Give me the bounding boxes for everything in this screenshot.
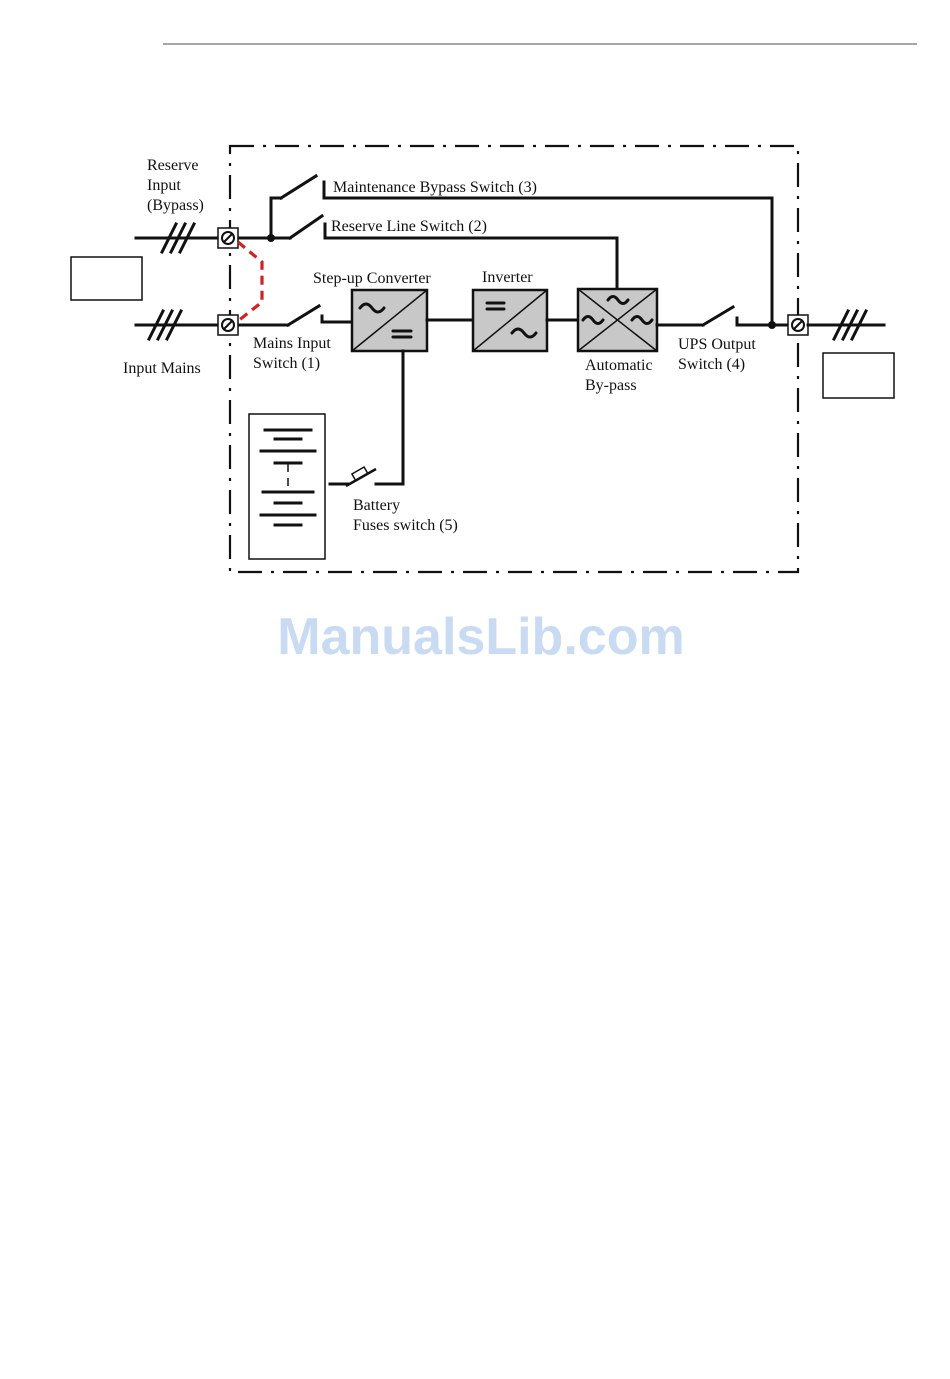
external-load-box [823, 353, 894, 398]
input-mains-terminal [218, 315, 238, 335]
mains-input-switch [288, 306, 352, 325]
reserve-line-switch-label: Reserve Line Switch (2) [331, 218, 487, 235]
inverter-label: Inverter [482, 269, 533, 286]
step-up-converter-label: Step-up Converter [313, 270, 431, 287]
step-up-converter-block [352, 290, 427, 351]
battery-feed-wire [330, 351, 403, 484]
ups-output-switch-label: UPS Output Switch (4) [678, 336, 760, 373]
watermark-text: ManualsLib.com [277, 608, 684, 666]
mains-input-switch-label: Mains Input Switch (1) [253, 335, 335, 372]
reserve-input-terminal [218, 228, 238, 248]
ups-output-terminal [788, 315, 808, 335]
output-line [808, 311, 884, 339]
ups-output-switch [657, 307, 788, 325]
maintenance-bypass-switch-label: Maintenance Bypass Switch (3) [333, 179, 537, 196]
reserve-input-line [136, 224, 290, 252]
battery-fuse-icon [346, 467, 376, 486]
external-source-box [71, 257, 142, 300]
reserve-input-label: Reserve Input (Bypass) [147, 157, 204, 214]
battery-bank-icon [249, 414, 325, 559]
automatic-bypass-block [578, 289, 657, 351]
output-junction-dot [768, 321, 776, 329]
input-mains-label: Input Mains [123, 360, 201, 377]
battery-fuses-switch-label: Battery Fuses switch (5) [353, 497, 458, 534]
automatic-bypass-label: Automatic By-pass [585, 357, 657, 394]
jumper-link [238, 242, 262, 321]
inverter-block [473, 290, 547, 351]
